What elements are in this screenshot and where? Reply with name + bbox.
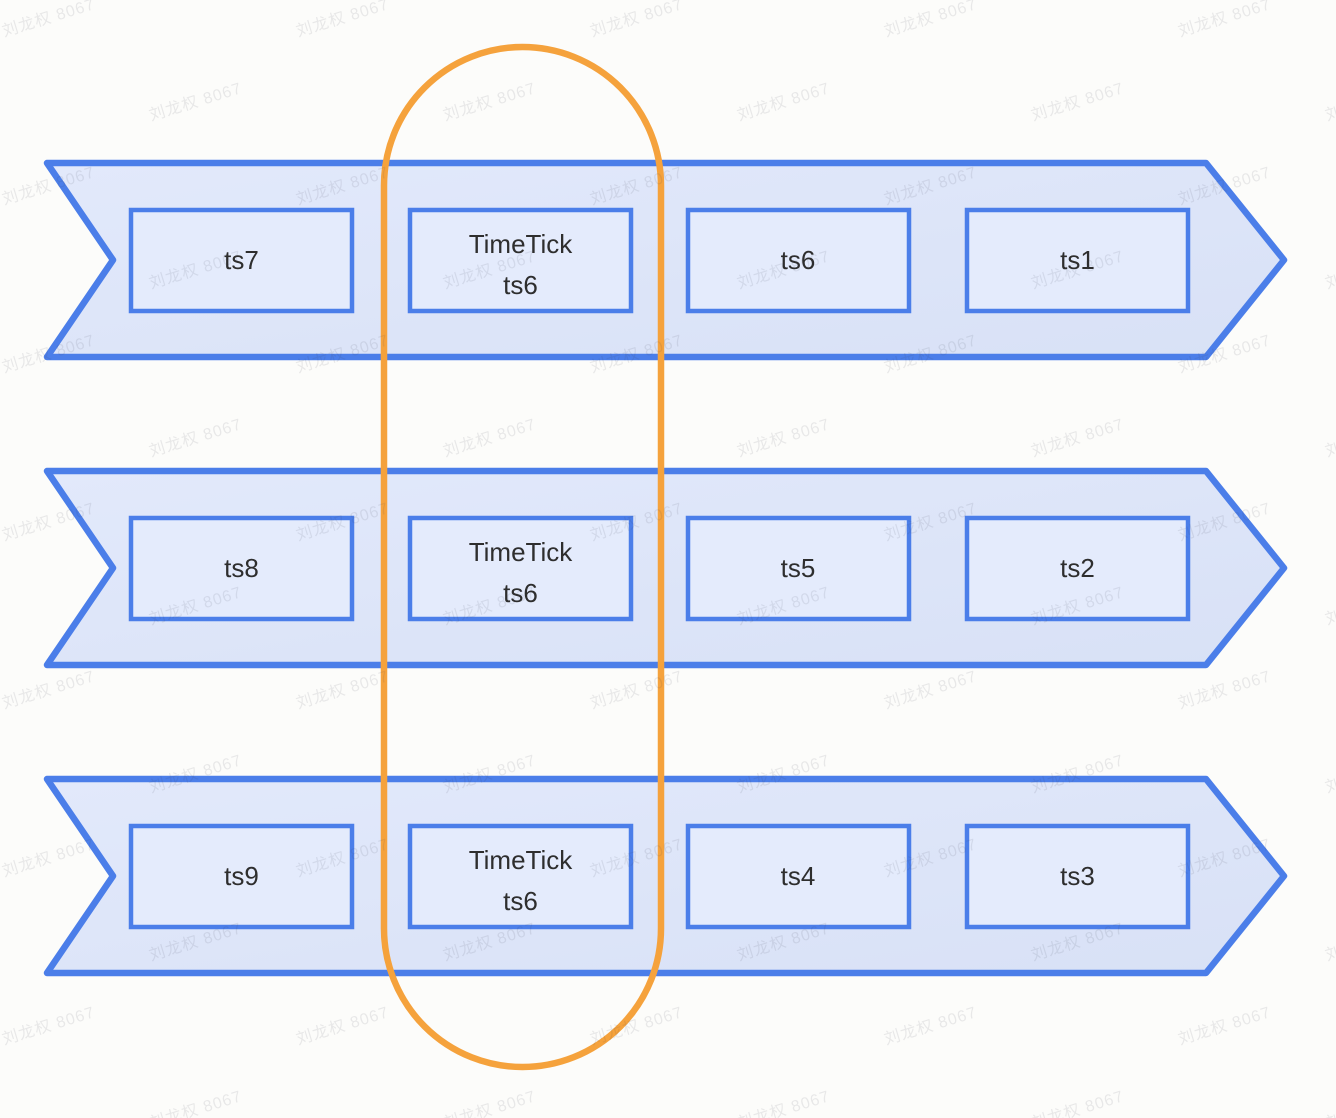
tuple-box-ts4 — [685, 823, 912, 930]
tuple-box-ts3 — [964, 823, 1191, 930]
tuple-label-ts4: ts4 — [781, 861, 816, 891]
tuple-label-ts5: ts5 — [781, 553, 816, 583]
tuple-label-ts3: ts3 — [1060, 861, 1095, 891]
tuple-label-timetick-1-line1: TimeTick — [469, 229, 574, 259]
tuple-label-timetick-2-line1: TimeTick — [469, 537, 574, 567]
tuple-label-timetick-3-line2: ts6 — [503, 886, 538, 916]
tuple-label-timetick-2-line2: ts6 — [503, 578, 538, 608]
tuple-box-ts8 — [128, 515, 355, 622]
tuple-label-ts7: ts7 — [224, 245, 259, 275]
tuple-label-ts1: ts1 — [1060, 245, 1095, 275]
stream-row-3: ts9 TimeTick ts6 ts4 ts3 — [43, 775, 1288, 977]
tuple-label-ts9: ts9 — [224, 861, 259, 891]
stream-row-1: ts7 TimeTick ts6 ts6 ts1 — [43, 159, 1288, 361]
tuple-box-ts7 — [128, 207, 355, 314]
tuple-label-ts6: ts6 — [781, 245, 816, 275]
tuple-label-timetick-3-line1: TimeTick — [469, 845, 574, 875]
tuple-box-ts1 — [964, 207, 1191, 314]
tuple-box-ts6 — [685, 207, 912, 314]
timetick-highlight-capsule — [380, 43, 665, 1071]
tuple-box-timetick-3 — [407, 823, 634, 930]
tuple-box-ts9 — [128, 823, 355, 930]
tuple-box-timetick-2 — [407, 515, 634, 622]
tuple-label-ts2: ts2 — [1060, 553, 1095, 583]
tuple-box-timetick-1 — [407, 207, 634, 314]
stream-row-2: ts8 TimeTick ts6 ts5 ts2 — [43, 467, 1288, 669]
tuple-box-ts5 — [685, 515, 912, 622]
tuple-label-timetick-1-line2: ts6 — [503, 270, 538, 300]
tuple-label-ts8: ts8 — [224, 553, 259, 583]
tuple-box-ts2 — [964, 515, 1191, 622]
